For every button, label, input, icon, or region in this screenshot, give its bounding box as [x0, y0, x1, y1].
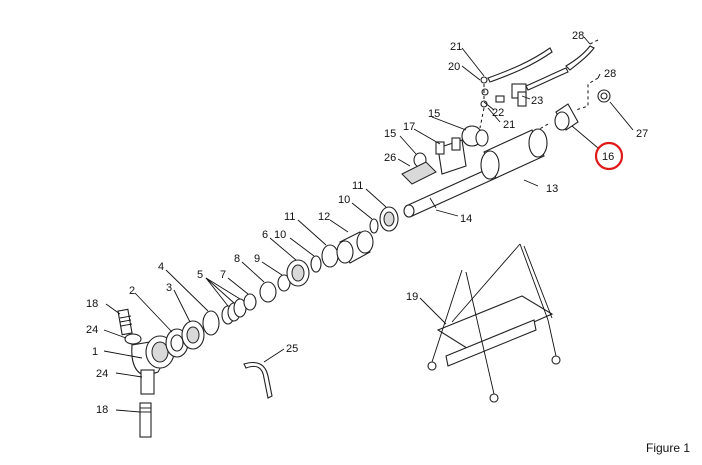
callout-12: 12: [318, 211, 330, 223]
part-11-ring: [321, 244, 339, 268]
part-23-elbow: [511, 67, 569, 107]
callout-25: 25: [286, 343, 298, 355]
callout-22: 22: [492, 107, 504, 119]
part-26-block: [401, 161, 437, 185]
callout-15-lower: 15: [384, 128, 396, 140]
callout-7: 7: [220, 269, 226, 281]
part-15-bearing: [461, 125, 489, 147]
part-10-clip: [310, 255, 322, 273]
callout-23: 23: [531, 95, 543, 107]
callout-10-lower: 10: [274, 229, 286, 241]
part-10-clip-second: [369, 218, 379, 234]
part-28-hose: [565, 39, 599, 71]
callout-17: 17: [403, 121, 415, 133]
part-6-bearing: [286, 259, 310, 287]
figure-caption: Figure 1: [646, 441, 691, 455]
callout-24-upper: 24: [86, 324, 98, 336]
callout-18-upper: 18: [86, 298, 98, 310]
callout-21-lower: 21: [503, 119, 515, 131]
callout-9: 9: [254, 253, 260, 265]
callout-18-lower: 18: [96, 404, 108, 416]
part-16-cap: [537, 103, 579, 131]
callout-10-upper: 10: [338, 194, 350, 206]
part-13-tube: [480, 128, 548, 180]
callout-3: 3: [166, 282, 172, 294]
part-25-clip: [243, 361, 273, 399]
part-7-ring: [243, 293, 257, 311]
part-3-bearing: [181, 320, 205, 350]
callout-16: 16: [602, 151, 614, 163]
callout-13: 13: [546, 183, 558, 195]
callout-20: 20: [448, 61, 460, 73]
callout-28-lower: 28: [604, 68, 616, 80]
callout-14: 14: [460, 213, 472, 225]
part-drawings: [117, 39, 611, 438]
part-27-washer: [597, 89, 611, 103]
callout-4: 4: [158, 261, 164, 273]
part-17-bracket: [435, 137, 467, 175]
callout-6: 6: [262, 229, 268, 241]
callout-2: 2: [129, 285, 135, 297]
callout-1: 1: [92, 346, 98, 358]
part-9-ring: [277, 274, 291, 292]
part-24-upper-sleeve: [124, 333, 142, 345]
callout-27: 27: [636, 128, 648, 140]
part-14-shaft: [403, 167, 497, 218]
part-20-21-22-fittings: [479, 47, 553, 129]
callout-8: 8: [234, 253, 240, 265]
part-24-lower-sleeve: [140, 369, 155, 395]
leader-lines: [103, 36, 634, 413]
callout-19: 19: [406, 291, 418, 303]
callout-11-upper: 11: [352, 180, 363, 192]
callout-21-upper: 21: [450, 41, 462, 53]
callout-5: 5: [197, 269, 203, 281]
callout-26: 26: [384, 152, 396, 164]
part-19-stand: [427, 243, 561, 403]
part-18-upper-pin: [117, 308, 133, 336]
dashed-connector-28: [575, 77, 599, 111]
callout-28-upper: 28: [572, 30, 584, 42]
callout-labels: 1 2 3 4 5 7 8 9 6 10 11 12 10 11 14 13 1…: [86, 30, 648, 416]
callout-15-upper: 15: [428, 108, 440, 120]
callout-11-lower: 11: [284, 211, 295, 223]
highlight-circle-part-16: [594, 141, 624, 171]
part-18-lower-pin: [139, 402, 152, 438]
part-8-ring: [259, 281, 277, 303]
callout-24-lower: 24: [96, 368, 108, 380]
part-12-cylinder: [336, 230, 374, 264]
part-4-washer: [202, 310, 220, 336]
part-11-bearing: [379, 206, 399, 232]
